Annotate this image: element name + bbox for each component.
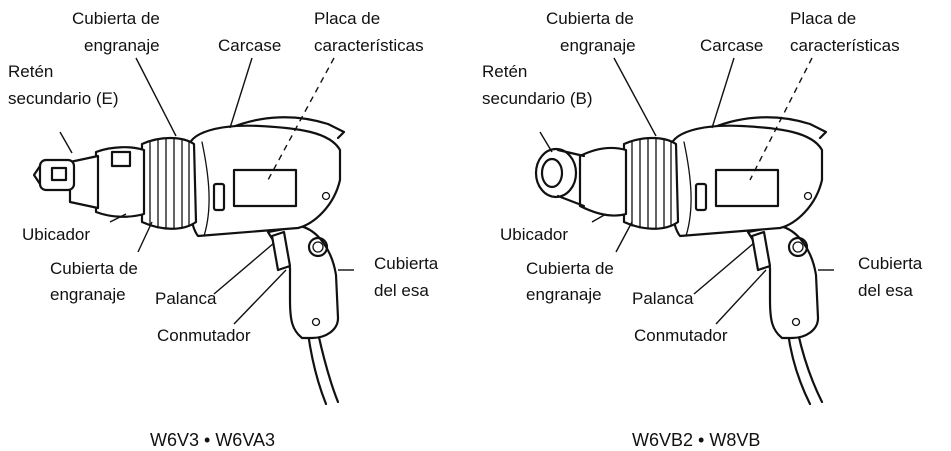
- label-retainer-1: Retén: [8, 62, 53, 81]
- label-housing: Carcase: [218, 36, 281, 55]
- switch-trigger: [270, 230, 292, 272]
- power-cord: [316, 331, 340, 404]
- figure-left: Retén secundario (E) Cubierta de engrana…: [8, 9, 439, 450]
- screwdriver-drawing-left: [32, 116, 346, 406]
- label-locator: Ubicador: [22, 225, 90, 244]
- label-lever: Palanca: [632, 289, 694, 308]
- label-nameplate-1: Placa de: [314, 9, 380, 28]
- figure-right: Retén secundario (B) Cubierta de engrana…: [482, 9, 923, 450]
- screwdriver-drawing-right: [534, 116, 828, 406]
- leaders-right: [539, 57, 834, 325]
- label-handle-cover-2: del esa: [858, 281, 913, 300]
- housing: [186, 124, 342, 238]
- top-rib: [710, 116, 828, 140]
- label-switch: Conmutador: [157, 326, 251, 345]
- retainer: [94, 146, 146, 218]
- label-gear-cover-top-2: engranaje: [560, 36, 636, 55]
- label-lever: Palanca: [155, 289, 217, 308]
- leaders-left: [59, 57, 354, 325]
- model-name-right: W6VB2 • W8VB: [632, 430, 760, 450]
- label-gear-cover-bottom-1: Cubierta de: [526, 259, 614, 278]
- nameplate: [714, 168, 780, 208]
- label-switch: Conmutador: [634, 326, 728, 345]
- label-nameplate-1: Placa de: [790, 9, 856, 28]
- label-handle-cover-1: Cubierta: [858, 254, 923, 273]
- labels-left: Retén secundario (E) Cubierta de engrana…: [8, 9, 439, 450]
- switch-trigger: [750, 230, 772, 272]
- label-nameplate-2: características: [314, 36, 424, 55]
- label-handle-cover-2: del esa: [374, 281, 429, 300]
- lock-lever: [694, 182, 708, 212]
- label-retainer-1: Retén: [482, 62, 527, 81]
- label-gear-cover-bottom-2: engranaje: [50, 285, 126, 304]
- label-gear-cover-top-1: Cubierta de: [546, 9, 634, 28]
- housing: [668, 124, 824, 238]
- label-retainer-2: secundario (E): [8, 89, 119, 108]
- label-gear-cover-top-1: Cubierta de: [72, 9, 160, 28]
- label-gear-cover-bottom-2: engranaje: [526, 285, 602, 304]
- bit-holder: [38, 158, 76, 192]
- power-cord: [796, 331, 824, 404]
- retainer: [578, 146, 628, 217]
- model-name-left: W6V3 • W6VA3: [150, 430, 275, 450]
- label-gear-cover-top-2: engranaje: [84, 36, 160, 55]
- label-handle-cover-1: Cubierta: [374, 254, 439, 273]
- lock-lever: [212, 182, 226, 212]
- label-nameplate-2: características: [790, 36, 900, 55]
- labels-right: Retén secundario (B) Cubierta de engrana…: [482, 9, 923, 450]
- nameplate: [232, 168, 298, 208]
- label-housing: Carcase: [700, 36, 763, 55]
- side-button: [307, 236, 329, 258]
- top-rib: [228, 116, 346, 140]
- side-button: [787, 236, 809, 258]
- label-locator: Ubicador: [500, 225, 568, 244]
- label-retainer-2: secundario (B): [482, 89, 593, 108]
- label-gear-cover-bottom-1: Cubierta de: [50, 259, 138, 278]
